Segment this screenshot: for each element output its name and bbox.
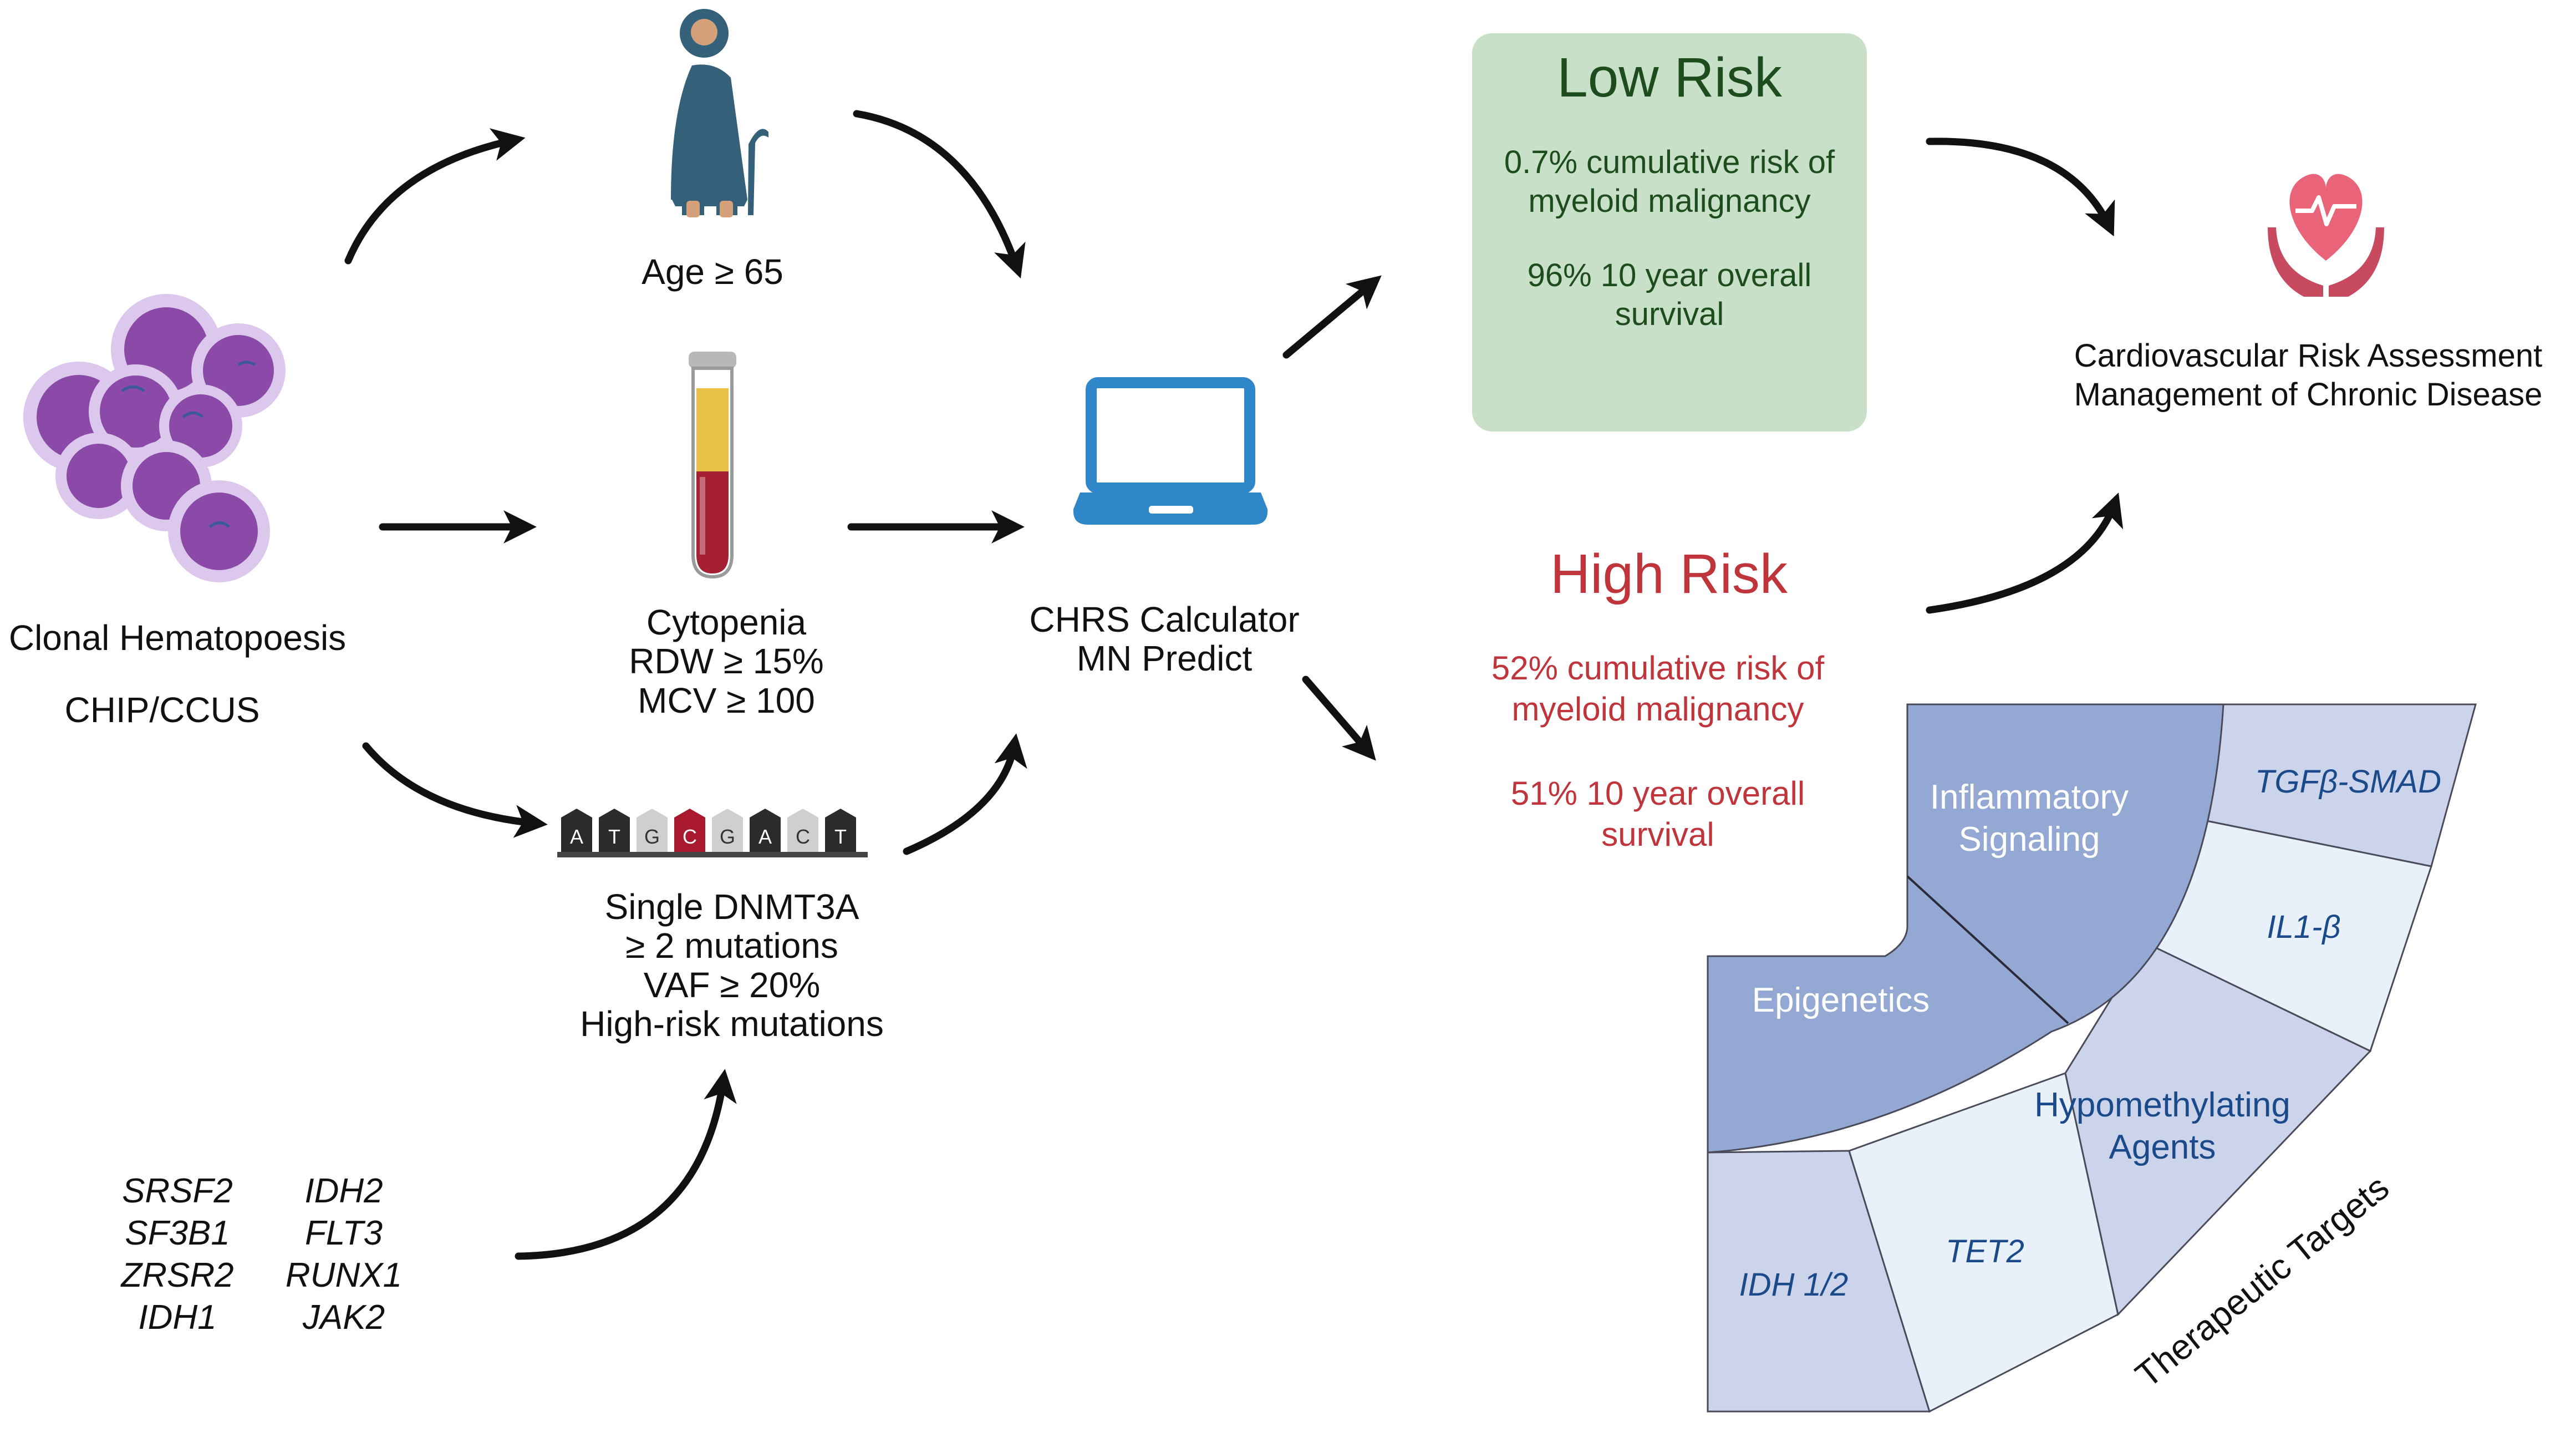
fan-label-inflammatory: Inflammatory Signaling (1896, 776, 2162, 861)
high-risk-line: 52% cumulative risk of (1491, 649, 1825, 687)
gene-name: IDH1 (138, 1298, 217, 1337)
high-risk-title: High Risk (1550, 543, 1788, 605)
gene-name: RUNX1 (285, 1256, 403, 1294)
low-risk-line: myeloid malignancy (1528, 183, 1811, 219)
base-letter: A (570, 825, 583, 848)
high-risk-line: survival (1601, 816, 1714, 853)
cytopenia-line: RDW ≥ 15% (629, 641, 824, 682)
base-tile (561, 809, 592, 852)
low-risk-line: survival (1615, 296, 1724, 332)
arrow-origin-to-mutations (362, 742, 548, 838)
outcome-label: Cardiovascular Risk Assessment Managemen… (2040, 337, 2576, 414)
blood-tube-icon (689, 352, 736, 579)
elderly-person-icon (671, 9, 768, 215)
gene-list-right: IDH2 FLT3 RUNX1 JAK2 (266, 1170, 421, 1339)
gene-name: ZRSR2 (121, 1256, 234, 1294)
high-risk-line: 51% 10 year overall (1510, 775, 1805, 812)
elderly-person-detail (686, 19, 733, 217)
fan-label-tgfb: TGFβ-SMAD (2255, 764, 2441, 800)
mutations-line: ≥ 2 mutations (625, 926, 838, 966)
high-risk-line: myeloid malignancy (1511, 690, 1804, 728)
gene-name: FLT3 (304, 1214, 383, 1252)
mutations-line: VAF ≥ 20% (643, 964, 821, 1005)
base-letter: G (720, 825, 735, 848)
base-letter: G (644, 825, 660, 848)
gene-list-left: SRSF2 SF3B1 ZRSR2 IDH1 (100, 1170, 255, 1339)
calculator-label: CHRS Calculator MN Predict (998, 600, 1331, 678)
low-risk-line: 0.7% cumulative risk of (1504, 144, 1835, 180)
laptop-icon (1073, 377, 1268, 525)
hypomethylating-line: Hypomethylating (2034, 1086, 2290, 1124)
base-letter: C (683, 825, 697, 848)
calculator-line: CHRS Calculator (1029, 600, 1300, 639)
cytopenia-line: MCV ≥ 100 (638, 680, 815, 720)
base-tile (825, 809, 856, 852)
hypomethylating-line: Agents (2109, 1128, 2216, 1166)
arrow-low-to-outcome (1926, 138, 2115, 237)
arrow-calculator-to-high (1302, 676, 1376, 761)
mutations-line: Single DNMT3A (604, 887, 859, 927)
origin-subtitle: CHIP/CCUS (64, 690, 260, 730)
base-tile (787, 809, 818, 852)
mutations-label: Single DNMT3A ≥ 2 mutations VAF ≥ 20% Hi… (541, 887, 923, 1044)
calculator-line: MN Predict (1076, 638, 1253, 679)
arrow-genes-to-mutations (515, 1069, 737, 1260)
base-tile (750, 809, 781, 852)
gene-name: JAK2 (302, 1298, 385, 1337)
base-tile (712, 809, 743, 852)
gene-name: SRSF2 (122, 1172, 233, 1210)
mutations-line: High-risk mutations (580, 1004, 884, 1044)
low-risk-title: Low Risk (1557, 47, 1782, 109)
base-tile (674, 809, 705, 852)
base-letter: A (758, 825, 772, 848)
blood-cells-icon (23, 294, 286, 582)
base-letter: T (608, 825, 620, 848)
low-risk-stat-survival: 96% 10 year overall survival (1472, 256, 1867, 334)
fan-label-il1b: IL1-β (2267, 909, 2341, 945)
high-risk-stat-survival: 51% 10 year overall survival (1442, 773, 1874, 855)
base-letter: T (834, 825, 847, 848)
arrow-age-to-calculator (853, 110, 1026, 278)
cytopenia-line: Cytopenia (646, 602, 807, 642)
base-letter: C (796, 825, 810, 848)
gene-name: IDH2 (304, 1172, 383, 1210)
inflammatory-line: Signaling (1958, 820, 2100, 859)
fan-inner-divider (1906, 875, 2069, 1024)
fan-label-tet2: TET2 (1946, 1233, 2024, 1269)
therapy-fan (1707, 703, 2477, 1413)
cell (168, 480, 270, 582)
cell (55, 433, 142, 519)
heart-hands-icon (2268, 174, 2384, 297)
gene-name: SF3B1 (125, 1214, 230, 1252)
low-risk-stat-malignancy: 0.7% cumulative risk of myeloid malignan… (1472, 143, 1867, 221)
low-risk-line: 96% 10 year overall (1527, 257, 1812, 293)
outcome-line: Cardiovascular Risk Assessment (2074, 338, 2543, 374)
base-tile (599, 809, 630, 852)
base-tile (637, 809, 668, 852)
fan-label-hypomethylating: Hypomethylating Agents (1996, 1084, 2329, 1169)
fan-label-idh: IDH 1/2 (1739, 1267, 1849, 1303)
origin-title: Clonal Hematopoesis (8, 618, 347, 658)
high-risk-stat-malignancy: 52% cumulative risk of myeloid malignanc… (1442, 648, 1874, 730)
low-risk-box (1472, 33, 1867, 431)
arrow-calculator-to-low (1282, 275, 1382, 359)
inflammatory-line: Inflammatory (1930, 778, 2129, 816)
cytopenia-label: Cytopenia RDW ≥ 15% MCV ≥ 100 (593, 603, 859, 720)
arrow-mutations-to-calculator (903, 733, 1027, 855)
arrow-origin-to-age (344, 128, 526, 265)
age-label: Age ≥ 65 (642, 252, 783, 292)
fan-label-epigenetics: Epigenetics (1752, 981, 1930, 1019)
dna-sequence-icon: A T G C G A C T (557, 809, 868, 857)
arrow-high-to-outcome (1926, 492, 2124, 614)
flow-arrows (344, 110, 2124, 1260)
outcome-line: Management of Chronic Disease (2074, 377, 2543, 413)
